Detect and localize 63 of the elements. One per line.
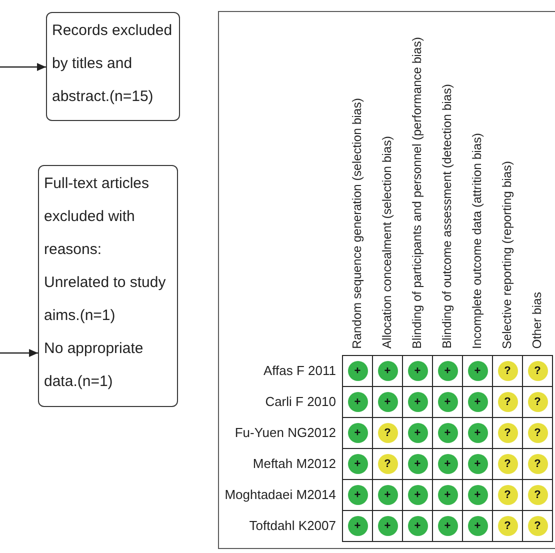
judgement-symbol: ?: [384, 458, 391, 470]
exclusion-box: [38, 165, 178, 407]
judgement-symbol: +: [384, 396, 391, 408]
judgement-symbol: +: [384, 520, 391, 532]
judgement-symbol: +: [354, 520, 361, 532]
judgement-symbol: +: [414, 427, 421, 439]
judgement-symbol: ?: [384, 427, 391, 439]
judgement-symbol: +: [414, 520, 421, 532]
judgement-symbol: ?: [504, 365, 511, 377]
judgement-symbol: +: [444, 520, 451, 532]
column-header: Random sequence generation (selection bias): [350, 98, 364, 349]
box-text: Unrelated to study aims.(n=1): [44, 273, 167, 326]
judgement-symbol: +: [444, 458, 451, 470]
judgement-symbol: +: [354, 489, 361, 501]
judgement-symbol: ?: [534, 458, 541, 470]
exclusion-box: [46, 12, 180, 121]
column-header: Selective reporting (reporting bias): [500, 161, 514, 349]
judgement-symbol: +: [474, 365, 481, 377]
column-header: Incomplete outcome data (attrition bias): [470, 133, 484, 349]
judgement-symbol: ?: [504, 520, 511, 532]
judgement-symbol: +: [354, 396, 361, 408]
box-text: Records excluded by titles and abstract.(n=15): [52, 21, 174, 107]
judgement-symbol: ?: [534, 365, 541, 377]
judgement-symbol: ?: [534, 489, 541, 501]
judgement-symbol: ?: [504, 396, 511, 408]
judgement-symbol: +: [444, 427, 451, 439]
judgement-symbol: +: [474, 489, 481, 501]
judgement-symbol: +: [414, 458, 421, 470]
judgement-symbol: ?: [504, 489, 511, 501]
box-text: Full-text articles excluded with reasons:: [44, 174, 150, 260]
study-label: Moghtadaei M2014: [224, 486, 336, 502]
judgement-symbol: +: [474, 458, 481, 470]
box-text: No appropriate data.(n=1): [44, 339, 144, 392]
judgement-symbol: ?: [534, 427, 541, 439]
study-label: Toftdahl K2007: [249, 518, 336, 534]
judgement-symbol: +: [444, 489, 451, 501]
judgement-symbol: +: [414, 396, 421, 408]
judgement-symbol: +: [414, 365, 421, 377]
study-label: Meftah M2012: [252, 456, 336, 472]
column-header: Other bias: [530, 292, 544, 349]
column-header: Allocation concealment (selection bias): [380, 136, 394, 349]
judgement-symbol: ?: [504, 427, 511, 439]
column-header: Blinding of outcome assessment (detection bias): [440, 84, 454, 349]
judgement-symbol: +: [384, 489, 391, 501]
judgement-symbol: +: [444, 396, 451, 408]
judgement-symbol: ?: [534, 396, 541, 408]
study-label: Fu-Yuen NG2012: [234, 424, 336, 440]
judgement-symbol: +: [474, 396, 481, 408]
column-header: Blinding of participants and personnel (performance bias): [410, 37, 424, 349]
study-label: Carli F 2010: [265, 394, 336, 410]
judgement-symbol: +: [354, 458, 361, 470]
study-label: Affas F 2011: [263, 362, 336, 378]
judgement-symbol: +: [354, 365, 361, 377]
judgement-symbol: +: [444, 365, 451, 377]
judgement-symbol: +: [414, 489, 421, 501]
arrow: [0, 349, 38, 357]
judgement-symbol: +: [474, 520, 481, 532]
judgement-symbol: +: [384, 365, 391, 377]
judgement-symbol: ?: [504, 458, 511, 470]
judgement-symbol: +: [354, 427, 361, 439]
arrow: [0, 63, 46, 71]
judgement-symbol: ?: [534, 520, 541, 532]
judgement-symbol: +: [474, 427, 481, 439]
